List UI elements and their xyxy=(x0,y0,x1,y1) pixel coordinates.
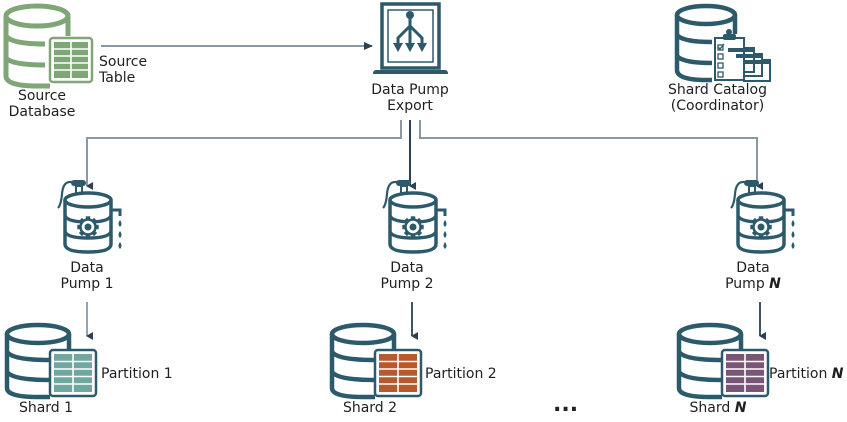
shard-label-n: Shard N xyxy=(672,400,764,416)
pump-label-1: Data Pump 1 xyxy=(47,260,127,292)
pump-label-n: Data Pump N xyxy=(713,260,793,292)
data-pump-n-icon xyxy=(730,180,795,254)
partition-label-2: Partition 2 xyxy=(425,366,497,382)
connector-export-to-pump-n xyxy=(419,120,763,190)
connectors-export-to-pumps xyxy=(86,120,763,190)
shard-label-prefix: Shard xyxy=(342,400,389,416)
catalog-label-line1: Shard Catalog xyxy=(668,82,767,98)
pump-label-prefix: Pump xyxy=(725,276,770,292)
catalog-label-line2: (Coordinator) xyxy=(670,98,765,114)
export-label-line2: Export xyxy=(387,98,433,114)
gear-icon xyxy=(750,216,772,238)
partition-number: 2 xyxy=(487,366,497,382)
pump-handle-icon xyxy=(71,180,86,186)
pump-label-prefix: Pump xyxy=(380,276,425,292)
shard-catalog-label: Shard Catalog (Coordinator) xyxy=(655,82,780,114)
source-database-label-line2: Database xyxy=(8,104,76,120)
drop-icon xyxy=(443,231,447,238)
drop-icon xyxy=(791,220,795,227)
shard-2-icon xyxy=(329,322,423,400)
partition-1-table-icon xyxy=(48,348,98,398)
spout-icon xyxy=(436,208,447,216)
partition-number: N xyxy=(831,366,844,382)
drop-icon xyxy=(791,242,795,249)
pump-handle-icon xyxy=(396,180,411,186)
data-pump-export-icon xyxy=(373,2,448,74)
shard-number: N xyxy=(734,400,747,416)
partition-label-prefix: Partition xyxy=(425,366,488,382)
drop-icon xyxy=(443,242,447,249)
shard-label-prefix: Shard xyxy=(689,400,735,416)
hose-icon xyxy=(730,180,747,209)
ellipsis-more-shards: ... xyxy=(553,392,579,417)
shard-number: 1 xyxy=(64,400,74,416)
hose-icon xyxy=(57,180,74,209)
partition-label-1: Partition 1 xyxy=(101,366,173,382)
drop-icon xyxy=(443,220,447,227)
shard-n-icon xyxy=(676,322,770,400)
drop-icon xyxy=(118,231,122,238)
data-pump-export-label: Data Pump Export xyxy=(360,82,460,114)
spout-icon xyxy=(784,208,795,216)
pump-label-line1: Data xyxy=(390,260,424,276)
source-table-label-line1: Source xyxy=(99,54,148,70)
shard-catalog-icon xyxy=(674,3,771,83)
data-pump-2-icon xyxy=(382,180,447,254)
database-icon xyxy=(329,322,397,400)
spout-icon xyxy=(111,208,122,216)
pump-label-line1: Data xyxy=(736,260,770,276)
partition-label-n: Partition N xyxy=(769,366,844,382)
pump-label-line2: Pump 2 xyxy=(367,276,447,292)
data-pump-1-icon xyxy=(57,180,122,254)
connectors-pump-to-shard xyxy=(86,302,766,340)
partition-2-table-icon xyxy=(373,348,423,398)
shard-1-icon xyxy=(4,322,98,400)
source-database-label-line1: Source xyxy=(17,88,67,104)
pump-label-line1: Data xyxy=(70,260,104,276)
shard-label-1: Shard 1 xyxy=(0,400,92,416)
pump-label-line2: Pump N xyxy=(713,276,793,292)
connector-export-to-pump-1 xyxy=(86,120,402,190)
pump-handle-icon xyxy=(744,180,759,186)
source-database-label: Source Database xyxy=(2,88,82,120)
pump-label-2: Data Pump 2 xyxy=(367,260,447,292)
shard-number: 2 xyxy=(388,400,398,416)
pump-number: 2 xyxy=(424,276,434,292)
gear-icon xyxy=(77,216,99,238)
drop-icon xyxy=(791,231,795,238)
shard-label-prefix: Shard xyxy=(18,400,65,416)
source-table-label-line2: Table xyxy=(99,70,136,86)
export-label-line1: Data Pump xyxy=(371,82,449,98)
partition-label-prefix: Partition xyxy=(101,366,164,382)
partition-n-table-icon xyxy=(720,348,770,398)
drop-icon xyxy=(118,220,122,227)
pump-label-line2: Pump 1 xyxy=(47,276,127,292)
pump-number: N xyxy=(769,276,781,292)
tank-icon xyxy=(388,191,438,254)
gear-icon xyxy=(402,216,424,238)
pump-label-prefix: Pump xyxy=(60,276,105,292)
hose-icon xyxy=(382,180,399,209)
partition-label-prefix: Partition xyxy=(769,366,832,382)
source-database-icon xyxy=(3,3,71,89)
shard-label-2: Shard 2 xyxy=(324,400,416,416)
partition-number: 1 xyxy=(163,366,173,382)
drop-icon xyxy=(118,242,122,249)
source-table-icon xyxy=(48,36,94,84)
pump-number: 1 xyxy=(104,276,114,292)
source-table-label: Source Table xyxy=(99,54,147,86)
